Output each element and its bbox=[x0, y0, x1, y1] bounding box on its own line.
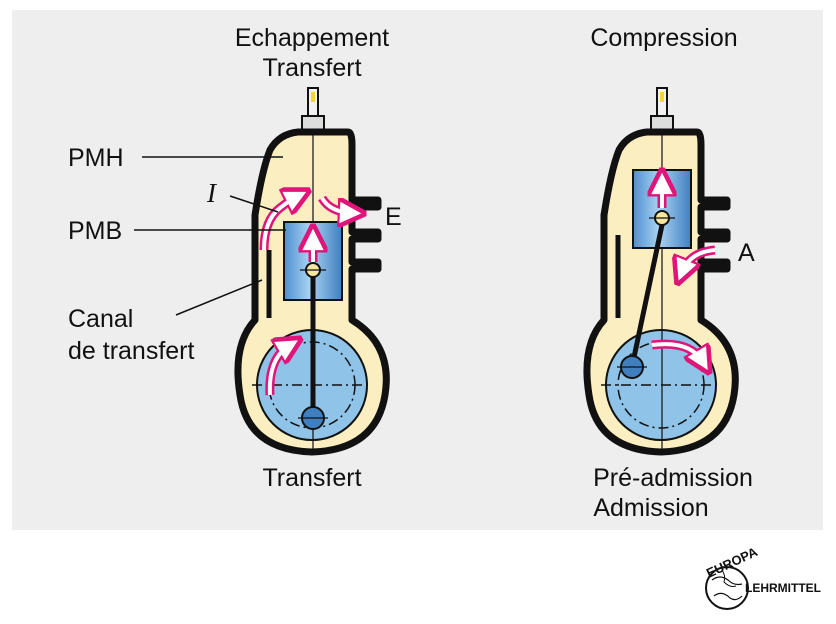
logo-bottom-word: LEHRMITTEL bbox=[745, 581, 821, 595]
spark-plug-icon bbox=[650, 87, 674, 133]
spark-plug-icon bbox=[301, 87, 325, 133]
right-title: Compression bbox=[590, 24, 737, 52]
europa-lehrmittel-logo: EUROPA LEHRMITTEL bbox=[704, 544, 821, 610]
label-a: A bbox=[738, 239, 755, 267]
left-title-line2: Transfert bbox=[262, 54, 361, 82]
label-pmb: PMB bbox=[68, 217, 122, 245]
left-caption: Transfert bbox=[262, 464, 361, 492]
label-pmh: PMH bbox=[68, 144, 124, 172]
label-canal-line1: Canal bbox=[68, 305, 133, 333]
label-canal-line2: de transfert bbox=[68, 337, 195, 365]
right-engine bbox=[583, 87, 739, 456]
left-engine bbox=[234, 87, 390, 456]
label-i: I bbox=[206, 178, 218, 208]
connecting-rod bbox=[630, 224, 665, 363]
leader-canal bbox=[175, 279, 263, 316]
right-caption-line2: Admission bbox=[593, 494, 708, 522]
right-caption-line1: Pré-admission bbox=[593, 464, 753, 492]
left-title-line1: Echappement bbox=[235, 24, 389, 52]
label-e: E bbox=[385, 203, 402, 231]
leader-i bbox=[229, 195, 279, 213]
